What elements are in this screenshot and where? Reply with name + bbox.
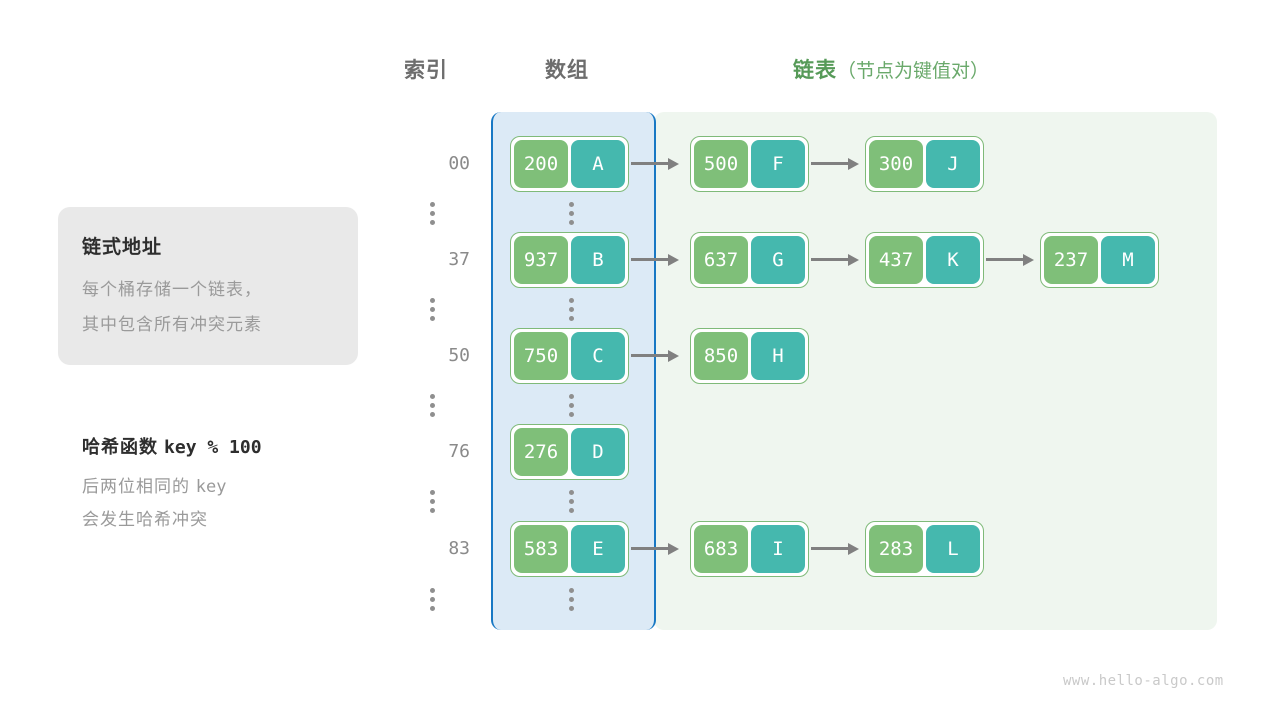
node-key: 283 [869, 525, 923, 573]
header-linked-list: 链表（节点为键值对） [793, 54, 989, 84]
node-key: 937 [514, 236, 568, 284]
header-array: 数组 [545, 59, 589, 82]
row-index-label: 76 [448, 441, 470, 462]
info-card-line-2: 其中包含所有冲突元素 [82, 315, 262, 334]
index-ellipsis [430, 298, 439, 321]
header-linked-list-main: 链表 [793, 59, 837, 82]
link-arrow-icon [629, 158, 685, 170]
info-card-title: 链式地址 [82, 237, 163, 258]
node-key: 276 [514, 428, 568, 476]
link-arrow-icon [629, 254, 685, 266]
node-key: 637 [694, 236, 748, 284]
hash-note-line-1: 后两位相同的 key [82, 472, 412, 497]
hash-note-line-1-code: key [195, 477, 227, 497]
node-value: G [751, 236, 805, 284]
row-index-label: 50 [448, 345, 470, 366]
header-index: 索引 [404, 59, 448, 82]
index-ellipsis [430, 490, 439, 513]
array-ellipsis [569, 298, 578, 321]
node-key: 237 [1044, 236, 1098, 284]
index-ellipsis [430, 588, 439, 611]
row-index-label: 83 [448, 538, 470, 559]
node-value: J [926, 140, 980, 188]
node-value: A [571, 140, 625, 188]
link-arrow-icon [629, 543, 685, 555]
node-key: 683 [694, 525, 748, 573]
header-linked-list-sub: （节点为键值对） [837, 61, 990, 82]
node-value: F [751, 140, 805, 188]
node-value: M [1101, 236, 1155, 284]
link-arrow-icon [629, 350, 685, 362]
node-key: 300 [869, 140, 923, 188]
array-ellipsis [569, 490, 578, 513]
row-index-label: 37 [448, 249, 470, 270]
node-value: D [571, 428, 625, 476]
node-key: 583 [514, 525, 568, 573]
footer-url: www.hello-algo.com [1063, 673, 1224, 689]
row-index-label: 00 [448, 153, 470, 174]
node-value: E [571, 525, 625, 573]
node-value: C [571, 332, 625, 380]
array-ellipsis [569, 202, 578, 225]
hash-note-line-1-label: 后两位相同的 [82, 477, 190, 496]
node-value: K [926, 236, 980, 284]
info-card: 链式地址 每个桶存储一个链表， 其中包含所有冲突元素 [58, 207, 358, 365]
index-ellipsis [430, 202, 439, 225]
info-card-line-1: 每个桶存储一个链表， [82, 280, 262, 299]
hash-note-line-2: 会发生哈希冲突 [82, 510, 208, 529]
node-key: 750 [514, 332, 568, 380]
hash-function-title-label: 哈希函数 [82, 437, 158, 457]
hash-function-title: 哈希函数 key % 100 [82, 433, 412, 459]
hash-function-expression: key % 100 [164, 437, 262, 458]
node-key: 437 [869, 236, 923, 284]
array-ellipsis [569, 588, 578, 611]
node-key: 500 [694, 140, 748, 188]
node-key: 200 [514, 140, 568, 188]
node-value: I [751, 525, 805, 573]
node-value: H [751, 332, 805, 380]
hash-function-note: 哈希函数 key % 100 后两位相同的 key 会发生哈希冲突 [82, 433, 412, 530]
link-arrow-icon [809, 543, 865, 555]
link-arrow-icon [809, 158, 865, 170]
node-value: B [571, 236, 625, 284]
node-key: 850 [694, 332, 748, 380]
array-ellipsis [569, 394, 578, 417]
index-ellipsis [430, 394, 439, 417]
link-arrow-icon [809, 254, 865, 266]
node-value: L [926, 525, 980, 573]
link-arrow-icon [984, 254, 1040, 266]
